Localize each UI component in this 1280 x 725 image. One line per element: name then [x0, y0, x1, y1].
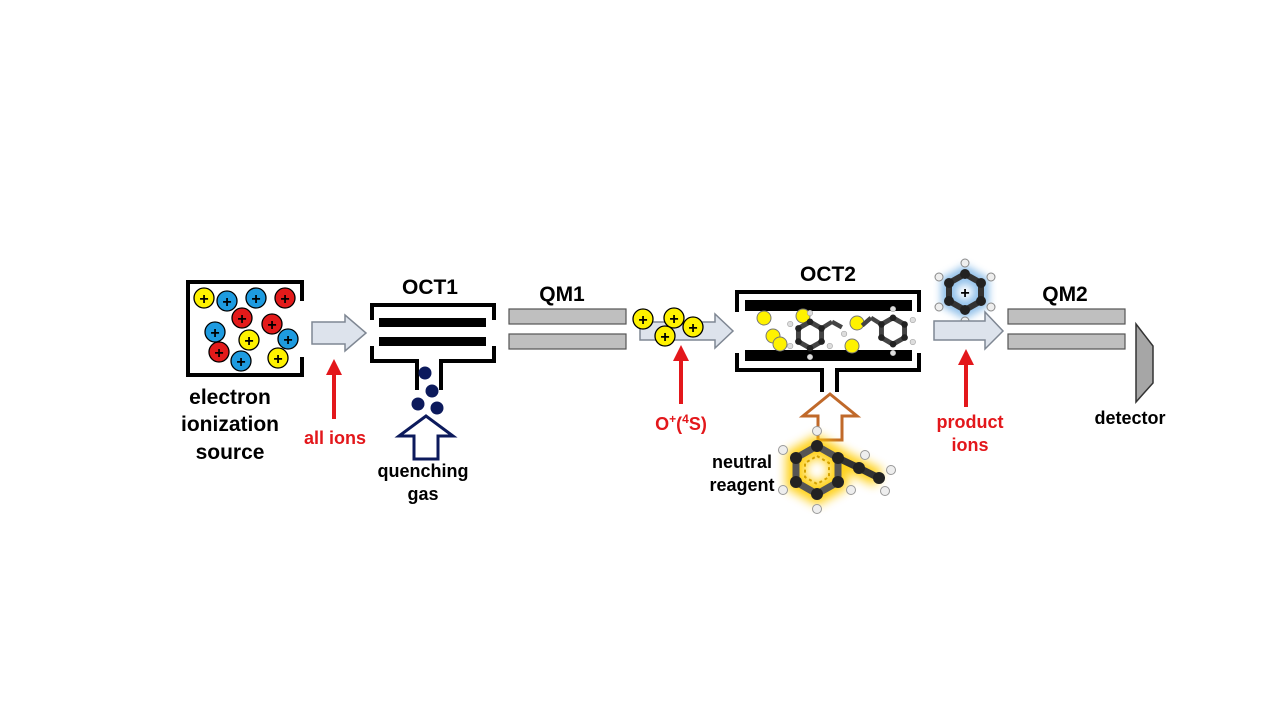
o-plus-term: S): [688, 414, 707, 434]
ion-charge-symbol: +: [222, 294, 231, 311]
source-label-line-3: source: [195, 440, 265, 464]
quenching-label-line-1: quenching: [377, 461, 469, 481]
reagent-label-line-1: neutral: [711, 452, 772, 472]
yellow-ion: [193, 287, 215, 309]
oct1-rod-bottom: [379, 337, 486, 346]
red-ion: [231, 307, 253, 329]
neutral-reagent-molecule: [778, 426, 896, 514]
selected-o-plus-ions: ++++: [632, 307, 704, 347]
oct1-label: OCT1: [401, 276, 458, 299]
oct2-label: OCT2: [799, 263, 856, 286]
blue-ion: [230, 350, 252, 372]
styrene-molecule-in-cell: [860, 305, 916, 357]
o-plus-ion: [772, 336, 788, 352]
ion-charge-symbol: +: [244, 333, 253, 350]
yellow-ion: [663, 307, 685, 329]
qm1-rod-bottom: [508, 333, 627, 350]
o-plus-ion: [844, 338, 860, 354]
reagent-label-line-2: reagent: [709, 475, 775, 496]
ion-charge-symbol: +: [267, 317, 276, 334]
product-ion-molecule: +: [934, 258, 996, 326]
ion-charge-symbol: +: [214, 345, 223, 362]
quench-gas-molecule: [430, 401, 444, 415]
o-plus-paren: (: [676, 414, 683, 434]
ion-charge-symbol: +: [251, 291, 260, 308]
ion-charge-symbol: +: [669, 311, 678, 328]
qm2-rod-bottom: [1007, 333, 1126, 350]
red-ion: [261, 313, 283, 335]
detector-plate: [1135, 321, 1154, 404]
yellow-ion: [267, 347, 289, 369]
quenching-gas-arrow: [394, 414, 458, 461]
oct1-chamber: [370, 303, 496, 390]
blue-ion: [277, 328, 299, 350]
o-plus-base: O: [655, 414, 670, 434]
ion-charge-symbol: +: [283, 332, 292, 349]
ion-charge-symbol: +: [638, 312, 647, 329]
detector-label: detector: [1094, 408, 1166, 428]
source-label-line-2: ionization: [181, 413, 279, 437]
ion-charge-symbol: +: [236, 354, 245, 371]
o-plus-ion: [756, 310, 772, 326]
quenching-gas-label: quenching gas: [368, 460, 478, 507]
product-label-line-2: ions: [951, 435, 989, 456]
neutral-reagent-label: neutral reagent: [688, 451, 796, 498]
red-ion: [208, 341, 230, 363]
quenching-label-line-2: gas: [407, 484, 439, 505]
ion-charge-symbol: +: [280, 291, 289, 308]
qm1-label: QM1: [539, 283, 585, 306]
o-plus-charge: +: [669, 412, 677, 426]
all-ions-label: all ions: [303, 428, 366, 448]
yellow-ion: [654, 325, 676, 347]
qm2-rod-top: [1007, 308, 1126, 325]
yellow-ion: [632, 308, 654, 330]
ion-charge-symbol: +: [199, 291, 208, 308]
product-label-line-1: product: [936, 412, 1004, 432]
ion-charge-symbol: +: [237, 311, 246, 328]
ion-charge-symbol: +: [688, 320, 697, 337]
quench-gas-molecule: [425, 384, 439, 398]
source-ion-cluster: ++++++++++++: [193, 287, 299, 372]
qm2-label: QM2: [1042, 283, 1088, 306]
svg-text:+: +: [960, 285, 969, 302]
red-ion: [274, 287, 296, 309]
ion-charge-symbol: +: [273, 351, 282, 368]
beam-arrow-3: [933, 310, 1005, 351]
oct2-rod-top: [745, 300, 912, 311]
qm1-rod-top: [508, 308, 627, 325]
quench-gas-molecule: [411, 397, 425, 411]
oct1-rod-top: [379, 318, 486, 327]
source-label-line-1: electron: [189, 386, 271, 409]
styrene-molecule-in-cell: [787, 309, 848, 361]
blue-ion: [204, 321, 226, 343]
yellow-ion: [682, 316, 704, 338]
blue-ion: [216, 290, 238, 312]
oct2-chamber: [735, 290, 921, 392]
o-plus-4s-label: O+(4S): [636, 412, 726, 436]
o-plus-multiplicity: 4: [682, 412, 689, 426]
neutral-reagent-arrow: [798, 392, 862, 442]
yellow-ion: [238, 329, 260, 351]
quench-gas-molecule: [418, 366, 432, 380]
ion-charge-symbol: +: [660, 329, 669, 346]
beam-arrow-1: [311, 313, 368, 353]
ionization-source-chamber: [186, 280, 304, 377]
oct2-rod-bottom: [745, 350, 912, 361]
product-ions-label: product ions: [920, 411, 1020, 458]
blue-ion: [245, 287, 267, 309]
ion-charge-symbol: +: [210, 325, 219, 342]
ionization-source-label: electron ionization source: [160, 384, 300, 466]
